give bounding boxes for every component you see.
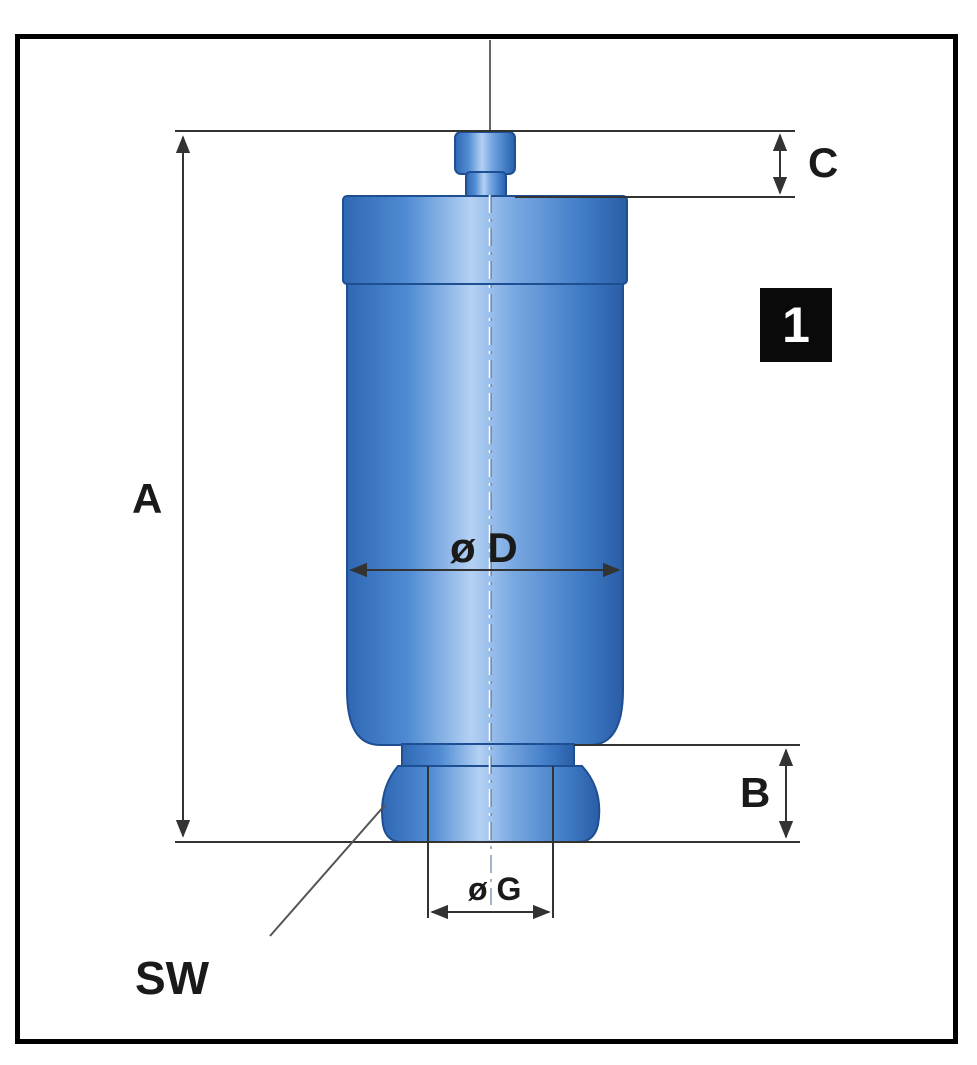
- main-body: [346, 283, 624, 746]
- top-nipple: [454, 131, 516, 175]
- top-cap: [342, 195, 628, 285]
- bottom-neck: [401, 743, 575, 767]
- label-b: B: [740, 769, 771, 816]
- top-nipple-neck: [465, 171, 507, 199]
- figure-number-badge: 1: [760, 288, 832, 362]
- label-sw: SW: [135, 952, 210, 1004]
- label-d: ø D: [450, 524, 518, 571]
- label-g: ø G: [468, 871, 522, 907]
- sw-leader-line: [269, 804, 386, 937]
- label-a: A: [132, 475, 163, 522]
- label-c: C: [808, 139, 839, 186]
